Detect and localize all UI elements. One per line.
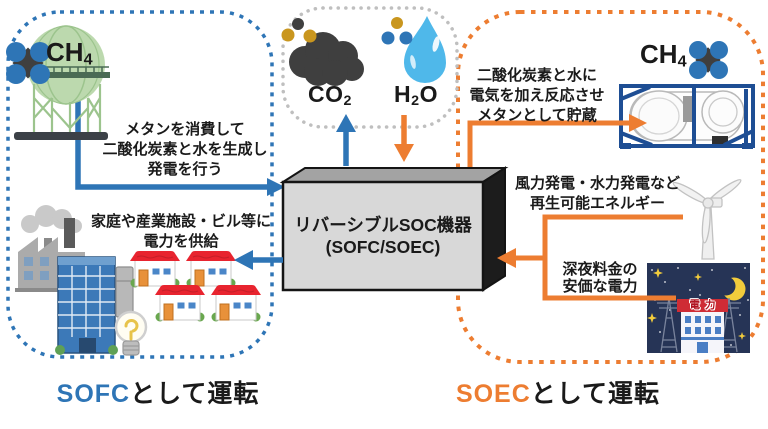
emissions-zone-border bbox=[281, 6, 459, 129]
soc-device-box bbox=[279, 166, 509, 292]
co2-cloud-icon bbox=[289, 32, 364, 86]
h2o-molecule-icon bbox=[381, 17, 413, 45]
soec-renewable-note: 風力発電・水力発電など 再生可能エネルギー bbox=[514, 175, 680, 212]
sofc-consume-note: メタンを消費して 二酸化炭素と水を生成し 発電を行う bbox=[102, 121, 268, 178]
h2o-input-arrow bbox=[394, 115, 414, 162]
sofc-caption: SOFCとして運転 bbox=[56, 380, 260, 408]
light-bulb-icon bbox=[114, 310, 148, 356]
soec-night-note: 深夜料金の 安価な電力 bbox=[562, 261, 638, 295]
soc-device-label: リバーシブルSOC機器 (SOFC/SOEC) bbox=[294, 215, 472, 257]
wind-turbine-icon bbox=[672, 179, 742, 260]
methane-feed-arrow bbox=[75, 98, 285, 196]
office-building-icon bbox=[55, 256, 118, 355]
ch4-label-left: CH4 bbox=[46, 37, 93, 69]
house-icon bbox=[129, 250, 181, 288]
electricity-supply-arrow bbox=[234, 250, 283, 270]
methane-storage-arrow bbox=[467, 114, 647, 167]
soec-store-note: 二酸化炭素と水に 電気を加え反応させ メタンとして貯蔵 bbox=[469, 67, 605, 124]
house-icon bbox=[154, 284, 206, 322]
co2-molecule-icon bbox=[281, 18, 317, 43]
co2-output-arrow bbox=[336, 114, 356, 166]
methane-molecule-icon bbox=[689, 41, 728, 79]
renewable-power-arrow bbox=[497, 214, 683, 301]
ch4-label-right: CH4 bbox=[640, 39, 687, 71]
sofc-supply-note: 家庭や産業施設・ビル等に 電力を供給 bbox=[90, 213, 271, 250]
soec-caption: SOECとして運転 bbox=[455, 380, 661, 408]
water-drop-icon bbox=[404, 16, 446, 83]
h2o-label: H2O bbox=[394, 81, 438, 110]
night-power-icon bbox=[647, 263, 750, 353]
power-company-sign: 電力 bbox=[689, 299, 721, 311]
methane-molecule-icon bbox=[6, 42, 50, 84]
house-icon bbox=[185, 250, 237, 288]
house-icon bbox=[210, 284, 262, 322]
tank-container-icon bbox=[619, 84, 755, 149]
power-panel-icon bbox=[115, 266, 134, 318]
co2-label: CO2 bbox=[308, 81, 352, 110]
